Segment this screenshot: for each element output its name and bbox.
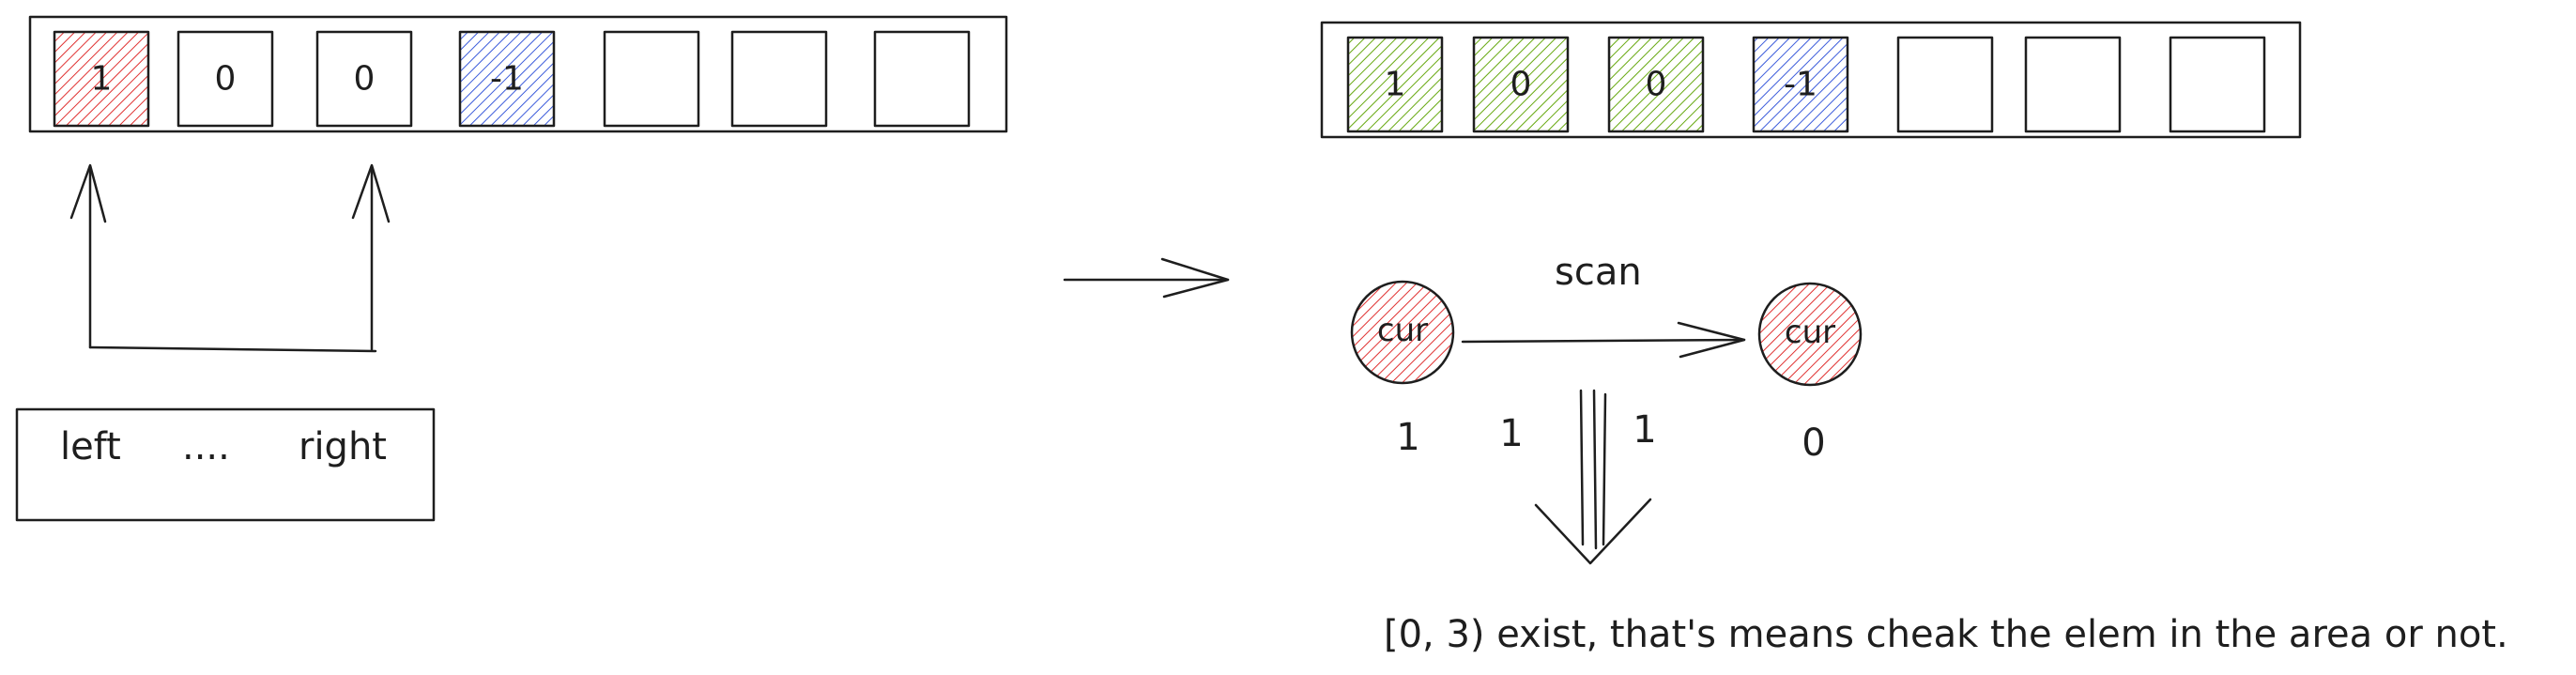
pointer-base-line [88, 345, 377, 353]
cur-node-end [1757, 282, 1863, 387]
left-array-cell: 0 [315, 30, 413, 128]
left-array-cell-fill [54, 32, 148, 126]
left-array-cell-value: 0 [354, 60, 376, 99]
cur-node-end-label: cur [1785, 314, 1835, 351]
right-array-cell [1896, 36, 1994, 133]
right-array-cell: -1 [1752, 36, 1849, 133]
right-array-cell-border [1607, 36, 1705, 133]
left-array-cell-fill [460, 32, 554, 126]
left-array-cell: -1 [458, 30, 556, 128]
left-array-cell-border [176, 30, 274, 128]
cur-node-start-fill [1352, 282, 1453, 383]
cur-node-end-fill [1759, 284, 1861, 385]
cur-node-start-label: cur [1377, 312, 1428, 349]
right-array-cell-fill [1754, 38, 1848, 131]
window-dots-label: .... [182, 425, 230, 468]
transition-arrow [1063, 257, 1230, 299]
right-array-cell [2024, 36, 2122, 133]
right-array-cell-border [1346, 36, 1444, 133]
right-array-cell-value: 0 [1510, 66, 1532, 104]
pointer-arrows [69, 163, 391, 353]
down-arrow-right-shaft [1602, 392, 1607, 546]
right-array-cell-border [1752, 36, 1849, 133]
count-2: 1 [1499, 412, 1523, 455]
left-array-cell-border [53, 30, 150, 128]
down-arrow-mid-shaft [1592, 389, 1598, 550]
scan-arrow-shaft [1461, 338, 1746, 344]
left-array-cell [873, 30, 971, 128]
left-array-cell-value: -1 [490, 60, 524, 99]
count-3: 1 [1633, 408, 1656, 452]
left-array-cell-border [315, 30, 413, 128]
left-pointer-head [69, 163, 107, 223]
right-array-cell-fill [1609, 38, 1703, 131]
window-left-label: left [60, 425, 121, 468]
right-array-cells: 1 0 0 -1 [1346, 36, 2266, 133]
right-array-cell-border [1472, 36, 1570, 133]
right-array: 1 0 0 -1 [1320, 21, 2302, 139]
right-array-cell-value: -1 [1784, 66, 1817, 104]
left-array-cell: 1 [53, 30, 150, 128]
left-array-cell-border [730, 30, 828, 128]
transition-arrow-head [1160, 257, 1230, 299]
left-array-cell-border [873, 30, 971, 128]
right-array-cell: 0 [1472, 36, 1570, 133]
window-box-frame [15, 407, 436, 522]
right-array-cell-border [2169, 36, 2266, 133]
left-array-frame [28, 15, 1008, 133]
right-array-cell-value: 1 [1385, 66, 1406, 104]
count-1: 1 [1396, 416, 1419, 459]
left-array-cell-border [603, 30, 700, 128]
left-array-cell [603, 30, 700, 128]
right-array-cell-fill [1348, 38, 1442, 131]
left-array: 1 0 0 -1 [28, 15, 1008, 133]
window-right-label: right [299, 425, 387, 468]
right-array-cell: 1 [1346, 36, 1444, 133]
down-arrow-left-shaft [1579, 389, 1585, 546]
left-array-cell-border [458, 30, 556, 128]
left-array-cell-value: 0 [215, 60, 237, 99]
left-array-cell: 0 [176, 30, 274, 128]
left-array-cell [730, 30, 828, 128]
window-box: left .... right [15, 407, 436, 522]
scan-label: scan [1555, 251, 1642, 294]
count-4: 0 [1802, 422, 1825, 465]
left-array-cells: 1 0 0 -1 [53, 30, 971, 128]
right-array-cell-value: 0 [1646, 66, 1667, 104]
right-array-frame [1320, 21, 2302, 139]
scan-arrow-head [1677, 321, 1746, 359]
right-pointer-head [351, 163, 391, 223]
scan-diagram: cur cur scan 1 1 1 0 [1350, 251, 1863, 565]
cur-node-start [1350, 280, 1455, 385]
right-array-cell-border [2024, 36, 2122, 133]
right-array-cell-border [1896, 36, 1994, 133]
right-array-cell [2169, 36, 2266, 133]
left-array-cell-value: 1 [91, 60, 113, 99]
down-arrow-head [1534, 498, 1652, 565]
right-array-cell-fill [1474, 38, 1568, 131]
caption-text: [0, 3) exist, that's means cheak the ele… [1384, 613, 2508, 656]
right-array-cell: 0 [1607, 36, 1705, 133]
